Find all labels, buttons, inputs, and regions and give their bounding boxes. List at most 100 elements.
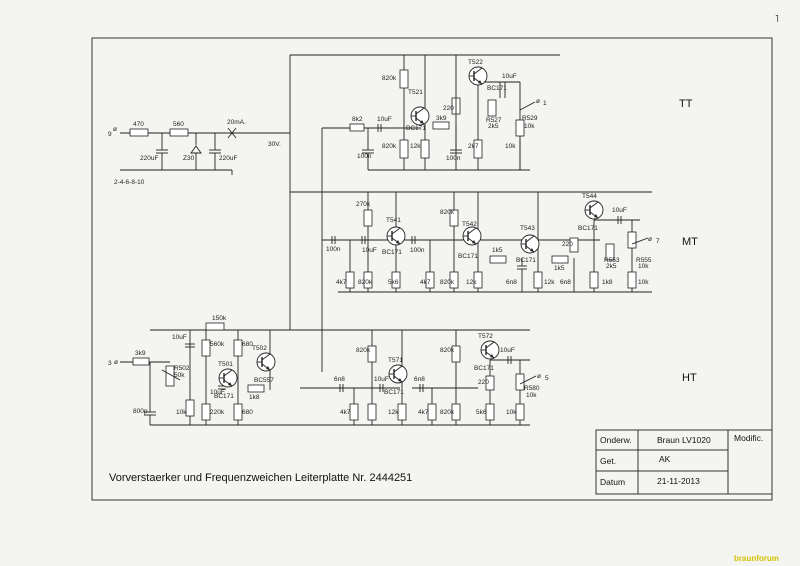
title-block-modific-label: Modific. xyxy=(734,433,763,443)
mt-c-100n-label: 100n xyxy=(410,247,425,254)
ht-in-pin-label: 3 xyxy=(108,360,112,367)
supply-r1-label: 470 xyxy=(133,121,144,128)
mt-r-4k7-b-label: 4k7 xyxy=(420,279,431,286)
mt-pot-val-label: 2k5 xyxy=(606,263,617,270)
supply-pin-label: 9 xyxy=(108,131,112,138)
ht-pot-b-label: R580 xyxy=(524,385,540,392)
ht-c-6n8-label: 6n8 xyxy=(334,376,345,383)
ht-t3-type-label: BC171 xyxy=(384,389,404,396)
mt-section: 100n 270k 10uF T541 BC171 4k7 820k 5k6 1… xyxy=(322,192,660,293)
mt-r-4k7-label: 4k7 xyxy=(336,279,347,286)
tt-r-bias-bot-label: 820k xyxy=(382,143,397,150)
tt-r-220-label: 220 xyxy=(443,105,454,112)
ht-r-820k-b-label: 820k xyxy=(440,409,455,416)
corner-mark: ˥ xyxy=(775,14,779,25)
ht-r-10k-label: 10k xyxy=(176,409,187,416)
ht-c-10uf-a-label: 10uF xyxy=(172,334,187,341)
tt-t1-name-label: T521 xyxy=(408,89,423,96)
mt-t2-name-label: T542 xyxy=(462,221,477,228)
drawing-title: Vorverstaerker und Frequenzweichen Leite… xyxy=(109,472,412,484)
mt-t2-type-label: BC171 xyxy=(458,253,478,260)
ht-t3-name-label: T571 xyxy=(388,357,403,364)
ht-pot-val-label: 50k xyxy=(174,372,185,379)
ht-r-560k-label: 560k xyxy=(210,341,225,348)
mt-t1-type-label: BC171 xyxy=(382,249,402,256)
section-label-tt: TT xyxy=(679,98,693,110)
tt-r-10k-label: 10k xyxy=(505,143,516,150)
ht-r-680-label: 680 xyxy=(242,341,253,348)
section-label-ht: HT xyxy=(682,372,697,384)
mt-c-6n8-b-label: 6n8 xyxy=(560,279,571,286)
supply-rails xyxy=(150,54,652,372)
ht-r-4k7-b-label: 4k7 xyxy=(418,409,429,416)
mt-out-pin-symbol: ø xyxy=(648,236,652,243)
mt-r-5k6-label: 5k6 xyxy=(388,279,399,286)
mt-t4-type-label: BC171 xyxy=(578,225,598,232)
tt-c-input-label: 10uF xyxy=(377,116,392,123)
ht-r-1k8-label: 1k8 xyxy=(249,394,260,401)
title-block-onderw-value: Braun LV1020 xyxy=(657,435,711,445)
ht-t1-type-label: BC171 xyxy=(214,393,234,400)
tt-c-100n-b-label: 100n xyxy=(446,155,461,162)
title-block-get-label: Get. xyxy=(600,456,616,466)
tt-t2-name-label: T522 xyxy=(468,59,483,66)
ht-c-10uf-d-label: 10uF xyxy=(500,347,515,354)
ht-r-220-label: 220 xyxy=(478,379,489,386)
supply-current-label: 20mA. xyxy=(227,119,246,126)
mt-t4-name-label: T544 xyxy=(582,193,597,200)
ht-r-680-b-label: 680 xyxy=(242,409,253,416)
tt-r-bias-top-label: 820k xyxy=(382,75,397,82)
ht-out-pin-label: 5 xyxy=(545,375,549,382)
mt-r-270k-label: 270k xyxy=(356,201,371,208)
ht-r-220k-label: 220k xyxy=(210,409,225,416)
ht-pot-label: R502 xyxy=(174,365,190,372)
mt-out-pin-label: 7 xyxy=(656,238,660,245)
ht-r-3k9-label: 3k9 xyxy=(135,350,146,357)
ht-r-150k-label: 150k xyxy=(212,315,227,322)
ht-r-10k-b-label: 10k xyxy=(506,409,517,416)
supply-voltage-label: 30V. xyxy=(268,141,281,148)
tt-section: 8k2 10uF 100n 820k 820k T521 BC171 12k 3… xyxy=(348,55,547,171)
mt-r-820k-c-label: 820k xyxy=(440,279,455,286)
section-label-mt: MT xyxy=(682,236,698,248)
tt-out-pin-label: 1 xyxy=(543,100,547,107)
supply-gnd-pins-label: 2-4-6-8-10 xyxy=(114,179,145,186)
mt-c-fb-label: 10uF xyxy=(612,207,627,214)
tt-r-emitter-label: 12k xyxy=(410,143,421,150)
title-block-get-value: AK xyxy=(659,454,671,464)
tt-r-2k7-label: 2k7 xyxy=(468,143,479,150)
ht-c-800p-label: 800p xyxy=(133,408,148,415)
mt-c-in-label: 100n xyxy=(326,246,341,253)
ht-c-6n8-b-label: 6n8 xyxy=(414,376,425,383)
ht-r-820k-c-label: 820k xyxy=(440,347,455,354)
mt-r-out-label: R555 xyxy=(636,257,652,264)
supply-c1-label: 220uF xyxy=(140,155,158,162)
ht-out-pin-symbol: ø xyxy=(537,373,541,380)
mt-t3-name-label: T543 xyxy=(520,225,535,232)
tt-r-input-label: 8k2 xyxy=(352,116,363,123)
mt-r-1k8-label: 1k8 xyxy=(602,279,613,286)
watermark: braunforum xyxy=(734,554,779,563)
mt-r-820k-label: 820k xyxy=(358,279,373,286)
tt-r-couple-label: 3k9 xyxy=(436,115,447,122)
mt-r-12k-b-label: 12k xyxy=(544,279,555,286)
supply-r2-label: 560 xyxy=(173,121,184,128)
title-block: Onderw. Braun LV1020 Get. AK Datum 21-11… xyxy=(595,429,773,495)
supply-c2-label: 220uF xyxy=(219,155,237,162)
supply-pin-symbol: ø xyxy=(113,126,117,133)
ht-t4-type-label: BC171 xyxy=(474,365,494,372)
tt-r-out-val-label: 10k xyxy=(524,123,535,130)
tt-c-gnd-label: 100n xyxy=(357,153,372,160)
mt-c-6n8-label: 6n8 xyxy=(506,279,517,286)
mt-c-10uf-label: 10uF xyxy=(362,247,377,254)
tt-t1-type-label: BC171 xyxy=(406,125,426,132)
ht-r-4k7-label: 4k7 xyxy=(340,409,351,416)
tt-pot-val-label: 2k5 xyxy=(488,123,499,130)
ht-in-pin-symbol: ø xyxy=(114,359,118,366)
ht-pot-b-val-label: 10k xyxy=(526,392,537,399)
mt-r-820k-b-label: 820k xyxy=(440,209,455,216)
tt-r-out-label: R529 xyxy=(522,115,538,122)
tt-c-fb-label: 10uF xyxy=(502,73,517,80)
mt-r-12k-label: 12k xyxy=(466,279,477,286)
tt-pot-label: R527 xyxy=(486,117,502,124)
